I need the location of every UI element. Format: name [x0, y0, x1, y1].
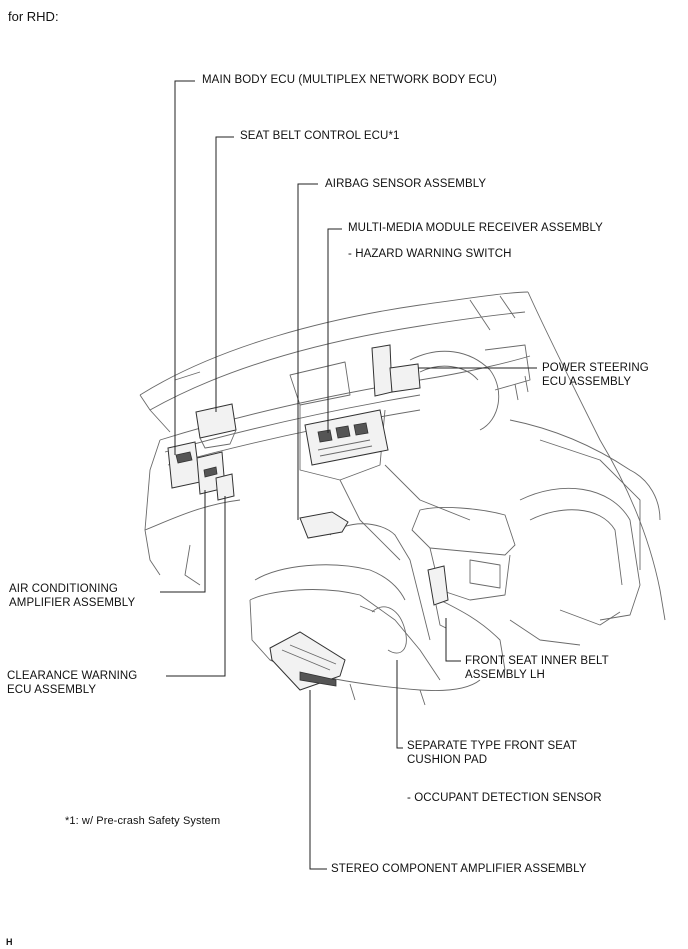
multimedia-receiver-part [304, 409, 389, 466]
label-main-body-ecu: MAIN BODY ECU (MULTIPLEX NETWORK BODY EC… [202, 74, 497, 86]
label-airbag-sensor: AIRBAG SENSOR ASSEMBLY [325, 178, 487, 190]
label-occupant-detection-sensor: - OCCUPANT DETECTION SENSOR [407, 792, 602, 804]
label-multimedia-receiver: MULTI-MEDIA MODULE RECEIVER ASSEMBLY [348, 222, 603, 234]
footnote: *1: w/ Pre-crash Safety System [65, 815, 221, 827]
label-cushion-pad-line1: SEPARATE TYPE FRONT SEAT [407, 740, 578, 752]
label-clearance-warning-line1: CLEARANCE WARNING [7, 670, 138, 682]
occupant-sensor-harness [359, 605, 407, 654]
stereo-amplifier-part [269, 631, 346, 691]
label-clearance-warning-line2: ECU ASSEMBLY [7, 684, 97, 696]
label-power-steering-line1: POWER STEERING [542, 362, 649, 374]
label-front-seat-belt-line2: ASSEMBLY LH [465, 669, 545, 681]
airbag-sensor-part [299, 511, 349, 539]
label-air-conditioning-line1: AIR CONDITIONING [9, 583, 118, 595]
page-header: for RHD: [8, 9, 59, 24]
label-air-conditioning-line2: AMPLIFIER ASSEMBLY [9, 597, 136, 609]
label-front-seat-belt-line1: FRONT SEAT INNER BELT [465, 655, 609, 667]
label-seat-belt-control-ecu: SEAT BELT CONTROL ECU*1 [240, 130, 400, 142]
seat-belt-control-ecu-part [195, 403, 237, 449]
figure-code: H [6, 937, 13, 947]
power-steering-ecu-part [371, 344, 421, 397]
leader-lines [160, 80, 537, 870]
label-cushion-pad-line2: CUSHION PAD [407, 754, 488, 766]
label-hazard-warning-switch: - HAZARD WARNING SWITCH [348, 248, 512, 260]
clearance-warning-ecu-part [215, 473, 235, 501]
main-body-ecu-part [167, 441, 201, 489]
seat-belt-buckle-part [427, 565, 449, 629]
label-stereo-amplifier: STEREO COMPONENT AMPLIFIER ASSEMBLY [331, 863, 587, 875]
label-power-steering-line2: ECU ASSEMBLY [542, 376, 632, 388]
